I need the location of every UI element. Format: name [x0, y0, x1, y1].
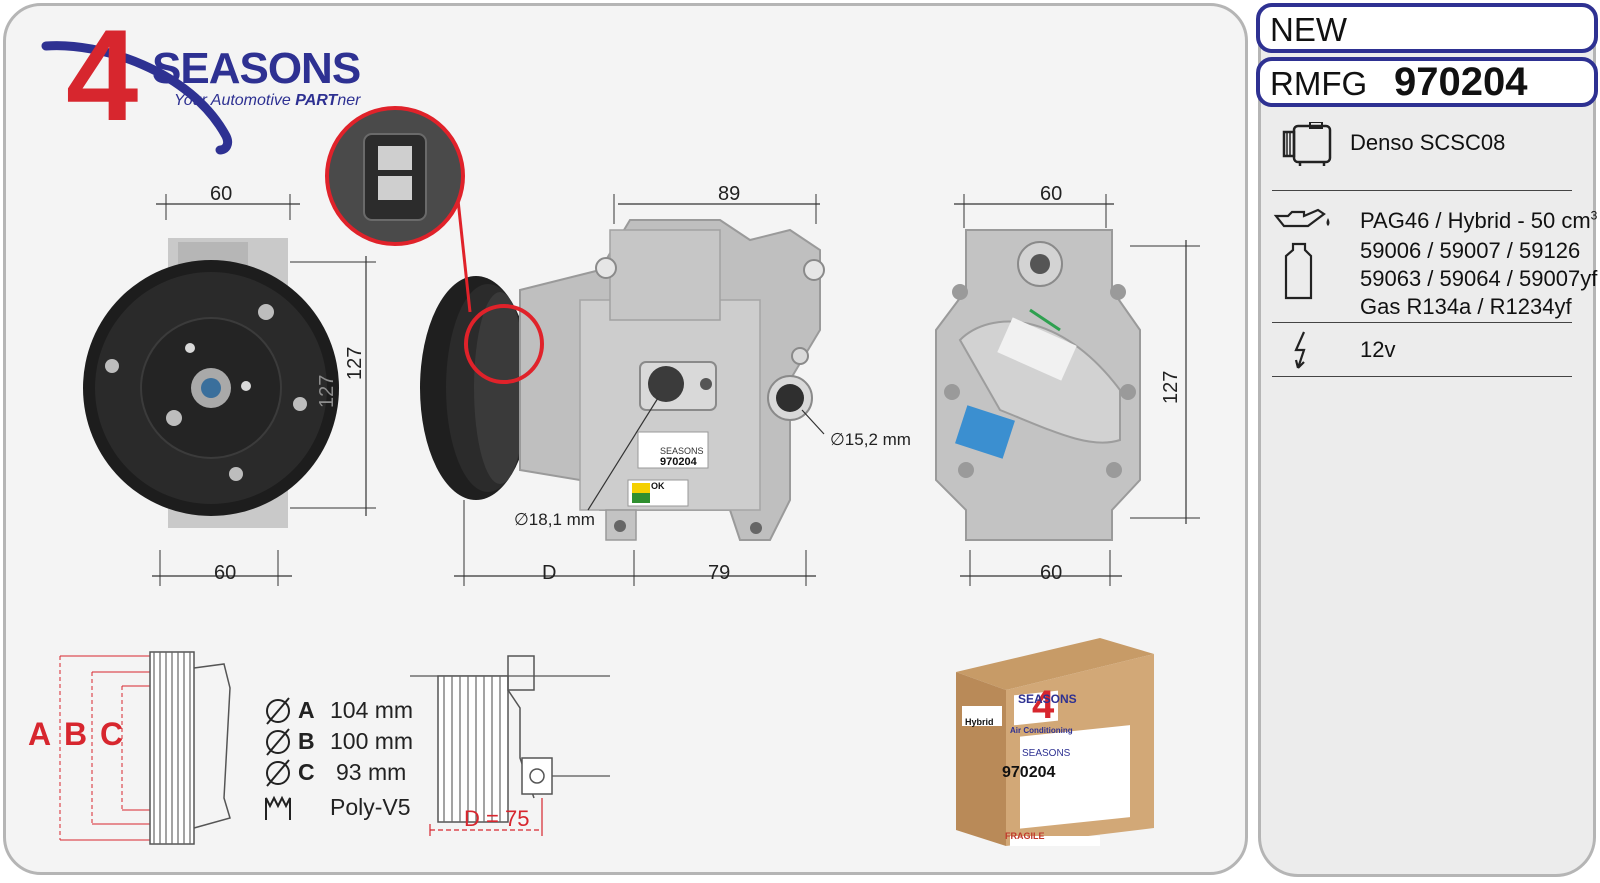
pulley-offset-value: D = 75 — [464, 806, 530, 831]
lightning-icon — [1294, 331, 1306, 369]
legend-a-value: 104 mm — [330, 697, 414, 723]
gas-type: Gas R134a / R1234yf — [1360, 294, 1572, 319]
box-subtitle: Air Conditioning — [1010, 726, 1073, 735]
legend-b-value: 100 mm — [330, 728, 414, 754]
legend-b-letter: B — [298, 728, 315, 754]
oil-can-icon — [1273, 208, 1330, 228]
legend-c-letter: C — [298, 759, 315, 785]
oil-superscript: 3 — [1590, 208, 1598, 223]
logo-digit: 4 — [66, 2, 139, 148]
spec-panel — [1258, 3, 1596, 877]
connector-callout — [325, 106, 544, 384]
oil-refs-1: 59006 / 59007 / 59126 — [1360, 238, 1581, 263]
reference-label: RMFG — [1270, 65, 1368, 102]
oil-type: PAG46 / Hybrid - 50 cm3 — [1360, 208, 1597, 234]
voltage: 12v — [1360, 337, 1396, 362]
divider — [1272, 322, 1572, 323]
logo-name: SEASONS — [152, 44, 361, 93]
pulley-letter-a: A — [28, 716, 52, 752]
oil-bottle-icon — [1284, 242, 1313, 300]
packaging-box: 4 — [956, 638, 1154, 846]
oil-type-text: PAG46 / Hybrid - 50 cm — [1360, 208, 1591, 233]
box-fragile: FRAGILE — [1005, 831, 1045, 841]
box-label-brand: SEASONS — [1022, 748, 1071, 759]
compressor-icon — [1282, 122, 1332, 166]
pulley-letter-b: B — [64, 716, 88, 752]
diameter-icon — [266, 759, 290, 787]
port-small-diameter: ∅18,1 mm — [514, 510, 595, 529]
rear-width-bottom: 60 — [1040, 562, 1063, 584]
pulley-letter-c: C — [100, 716, 124, 752]
pulley-offset-diagram — [410, 655, 610, 836]
side-depth-label: D — [542, 562, 557, 584]
front-view-diagram — [83, 194, 376, 586]
logo-swoosh-icon — [41, 41, 233, 155]
compressor-model: Denso SCSC08 — [1350, 130, 1506, 155]
front-width-bottom: 60 — [214, 562, 237, 584]
reference-number: 970204 — [1394, 60, 1528, 104]
oil-refs-2: 59063 / 59064 / 59007yf — [1360, 266, 1598, 291]
divider — [1272, 376, 1572, 377]
legend-groove: Poly-V5 — [330, 794, 411, 820]
rear-view-diagram — [935, 194, 1200, 586]
unit-ok-sticker: OK — [651, 481, 665, 491]
box-label-number: 970204 — [1002, 764, 1056, 781]
rear-width-top: 60 — [1040, 183, 1063, 205]
legend-c-value: 93 mm — [336, 759, 407, 785]
condition-badge: NEW — [1256, 3, 1598, 53]
unit-label-brand: SEASONS — [660, 446, 704, 456]
side-width-bottom: 79 — [708, 562, 731, 584]
condition-text: NEW — [1270, 11, 1347, 48]
side-width-top: 89 — [718, 183, 741, 205]
brand-logo: 4 SEASONS Your Automotive PARTner — [40, 10, 400, 160]
poly-v-belt-icon — [265, 795, 291, 820]
reference-badge: RMFG 970204 — [1256, 57, 1598, 107]
port-large-diameter: ∅15,2 mm — [830, 430, 911, 449]
pulley-section-diagram — [59, 651, 231, 845]
box-brand: SEASONS — [1018, 692, 1077, 706]
rear-height: 127 — [1160, 370, 1182, 404]
diameter-icon — [266, 697, 290, 725]
box-hybrid-label: Hybrid — [965, 717, 994, 727]
side-view-diagram — [420, 194, 825, 586]
legend-a-letter: A — [298, 697, 315, 723]
unit-label-number: 970204 — [660, 456, 697, 468]
divider — [1272, 190, 1572, 191]
diameter-icon — [266, 728, 290, 756]
tagline-prefix: Your Automotive — [174, 92, 296, 109]
svg-text:4: 4 — [1032, 683, 1055, 727]
tagline-bold: PART — [295, 92, 338, 109]
logo-tagline: Your Automotive PARTner — [174, 92, 360, 110]
tagline-suffix: ner — [337, 92, 361, 109]
front-width-top: 60 — [210, 183, 233, 205]
